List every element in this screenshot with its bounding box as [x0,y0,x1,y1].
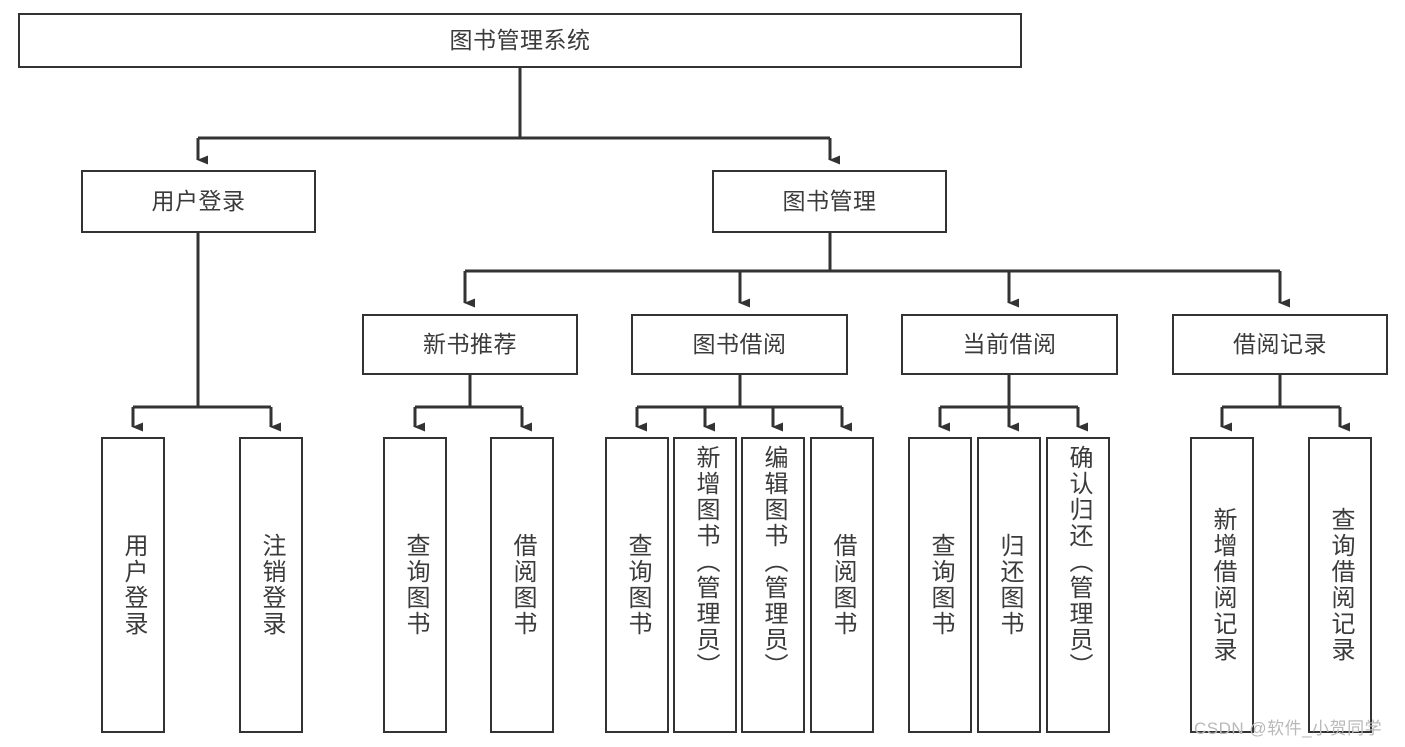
node-borrow-record[interactable]: 借阅记录 [1172,314,1388,375]
node-label: 用户登录 [151,187,246,214]
node-label: 图书管理 [782,187,877,214]
node-label: 注销登录 [258,533,285,637]
node-leaf-confirm-return-admin[interactable]: 确认归还（管理员） [1046,437,1110,733]
node-leaf-edit-book-admin[interactable]: 编辑图书（管理员） [741,437,805,733]
node-leaf-add-book-admin[interactable]: 新增图书（管理员） [673,437,737,733]
node-leaf-logout[interactable]: 注销登录 [239,437,303,733]
node-label: 新增图书（管理员） [692,445,719,679]
node-leaf-query-book-3[interactable]: 查询图书 [908,437,972,733]
node-label: 查询借阅记录 [1327,507,1354,663]
node-book-borrow[interactable]: 图书借阅 [631,314,848,375]
node-label: 查询图书 [402,533,429,637]
node-label: 借阅记录 [1233,330,1327,357]
node-label: 用户登录 [120,533,147,637]
node-label: 借阅图书 [829,533,856,637]
node-book-management[interactable]: 图书管理 [712,170,947,233]
node-leaf-borrow-book-1[interactable]: 借阅图书 [490,437,554,733]
node-leaf-add-borrow-record[interactable]: 新增借阅记录 [1190,437,1254,733]
node-label: 查询图书 [624,533,651,637]
node-leaf-user-login[interactable]: 用户登录 [101,437,165,733]
node-leaf-query-borrow-record[interactable]: 查询借阅记录 [1308,437,1372,733]
node-label: 确认归还（管理员） [1065,445,1092,679]
node-leaf-query-book-1[interactable]: 查询图书 [383,437,447,733]
node-label: 当前借阅 [962,330,1057,357]
node-label: 编辑图书（管理员） [760,445,787,679]
node-root-book-management-system[interactable]: 图书管理系统 [18,13,1022,68]
node-label: 归还图书 [996,533,1023,637]
node-label: 借阅图书 [509,533,536,637]
node-leaf-borrow-book-2[interactable]: 借阅图书 [810,437,874,733]
node-new-book-recommendation[interactable]: 新书推荐 [362,314,578,375]
node-label: 图书借阅 [692,330,787,357]
csdn-watermark: CSDN @软件_小贺同学 [1194,719,1383,738]
node-leaf-query-book-2[interactable]: 查询图书 [605,437,669,733]
node-label: 新书推荐 [423,330,517,357]
node-label: 查询图书 [927,533,954,637]
node-current-borrow[interactable]: 当前借阅 [901,314,1118,375]
node-user-login[interactable]: 用户登录 [81,170,316,233]
node-label: 新增借阅记录 [1209,507,1236,663]
node-label: 图书管理系统 [449,26,591,53]
node-leaf-return-book[interactable]: 归还图书 [977,437,1041,733]
